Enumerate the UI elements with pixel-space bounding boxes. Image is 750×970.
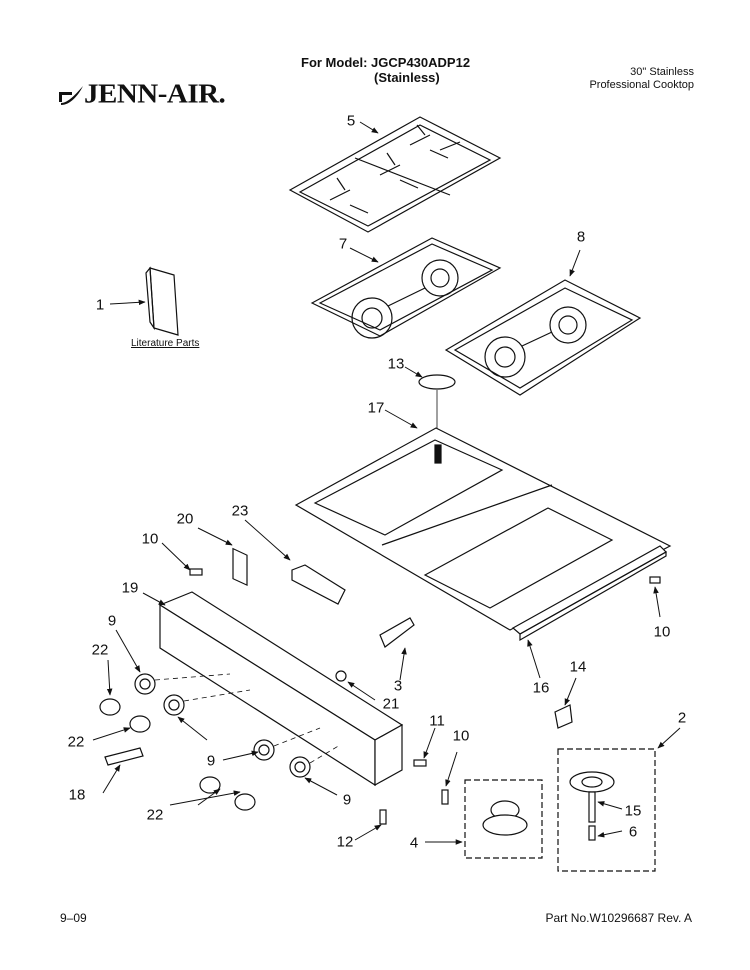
part-number: Part No.W10296687 Rev. A [545,911,692,925]
callout-14: 14 [569,658,587,676]
callout-10-c: 10 [452,727,470,745]
callout-10-b: 10 [653,623,671,641]
callout-21: 21 [382,695,400,713]
callout-9-c: 9 [342,791,352,809]
callout-11: 11 [429,712,445,730]
clip [554,704,573,729]
callout-7: 7 [338,235,348,253]
callout-5: 5 [346,112,356,130]
callout-12: 12 [336,833,354,851]
finish-label: (Stainless) [374,70,440,85]
callout-10-a: 10 [141,530,159,548]
callout-3: 3 [393,677,403,695]
description-line-1: 30" Stainless [630,66,694,78]
callout-23: 23 [231,502,249,520]
product-description: 30" Stainless Professional Cooktop [589,66,694,92]
valve-assembly-box [464,779,543,859]
mounting-bracket [379,617,415,648]
spark-module [291,564,346,605]
brand-swoosh-icon [59,85,83,105]
callout-20: 20 [176,510,194,528]
brand-wordmark: JENN-AIR. [84,78,226,110]
callout-19: 19 [121,579,139,597]
switch-bracket [232,547,248,587]
callout-1: 1 [95,296,105,314]
cooktop-main-top [294,427,672,631]
model-title: For Model: JGCP430ADP12 [301,55,471,70]
callout-22-a: 22 [91,641,109,659]
callout-22-b: 22 [67,733,85,751]
literature-parts-label: Literature Parts [131,338,200,349]
callout-6: 6 [628,823,638,841]
revision-date: 9–09 [60,911,87,925]
callout-15: 15 [624,802,642,820]
callout-18: 18 [68,786,86,804]
burner-tray-right [444,279,642,396]
literature-booklet [145,266,179,336]
callout-13: 13 [387,355,405,373]
callout-17: 17 [367,399,385,417]
callout-22-c: 22 [146,806,164,824]
trim-strip [511,545,667,642]
description-line-2: Professional Cooktop [589,79,694,91]
burner-tray-left [310,237,502,339]
callout-16: 16 [532,679,550,697]
knob-bezels [134,673,311,778]
screws [189,568,661,825]
badge [104,747,144,766]
control-panel [158,591,404,787]
callout-4: 4 [409,834,419,852]
grate-part [288,116,502,233]
knobs [99,698,256,811]
burner-cap [418,374,456,390]
brand-logo: JENN-AIR. [58,78,226,111]
burner-assembly-box [557,748,656,872]
callout-9-a: 9 [107,612,117,630]
callout-2: 2 [677,709,687,727]
callout-9-b: 9 [206,752,216,770]
callout-8: 8 [576,228,586,246]
